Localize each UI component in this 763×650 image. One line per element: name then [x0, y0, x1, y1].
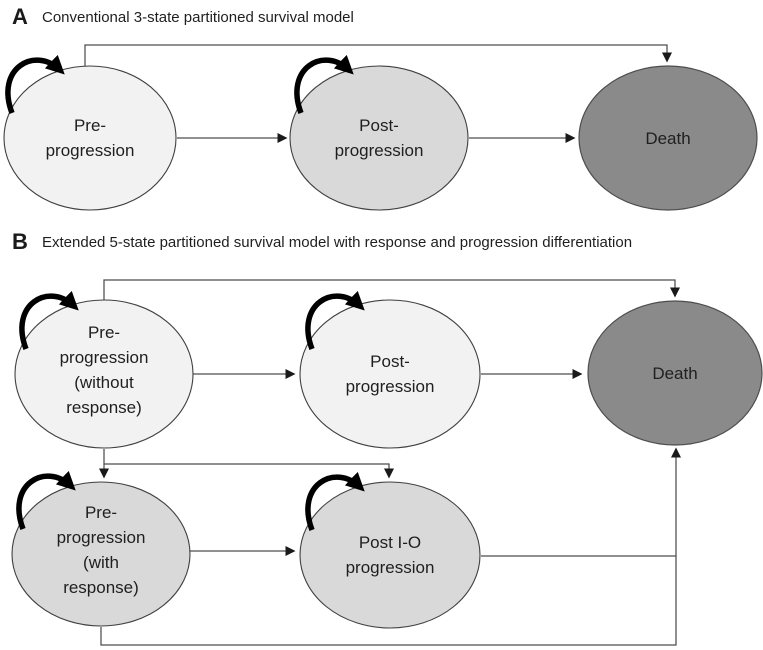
panel-b: B Extended 5-state partitioned survival …: [11, 229, 763, 646]
state-prewith-line2: progression: [57, 528, 146, 547]
panel-b-transition-arrows: [99, 279, 681, 646]
state-post-a-line2: progression: [335, 141, 424, 160]
state-death-b-shape: [587, 300, 763, 446]
state-post-a-line1: Post-: [359, 116, 399, 135]
state-death-a-shape: [578, 65, 758, 211]
state-pre-with-response-shape: [11, 481, 191, 627]
state-post-io-progression-shape: [299, 481, 481, 629]
state-death-b: Death: [587, 300, 763, 446]
panel-b-label: B: [12, 229, 28, 254]
state-post-io-progression: Post I-O progression: [299, 471, 481, 629]
state-post-progression-a: Post- progression: [289, 54, 469, 211]
state-pre-progression-a-shape: [3, 65, 177, 211]
state-pre-a-line2: progression: [46, 141, 135, 160]
state-pre-a-line1: Pre-: [74, 116, 106, 135]
state-post-progression-b: Post- progression: [299, 290, 481, 449]
panel-a-transition-arrows: [84, 44, 672, 143]
state-preno-line4: response): [66, 398, 142, 417]
state-pre-without-response: Pre- progression (without response): [14, 290, 194, 449]
arrow-preno-to-postio: [104, 463, 394, 479]
self-loop-arrow-postio: [305, 471, 365, 531]
state-pre-progression-a: Pre- progression: [3, 54, 177, 211]
state-post-progression-a-shape: [289, 65, 469, 211]
panel-a-title: Conventional 3-state partitioned surviva…: [42, 9, 354, 26]
state-pre-without-response-shape: [14, 299, 194, 449]
state-post-progression-b-shape: [299, 299, 481, 449]
state-pre-with-response: Pre- progression (with response): [11, 470, 191, 627]
arrow-postio-to-death: [481, 447, 681, 557]
self-loop-arrow-preno: [19, 290, 79, 350]
state-postio-line2: progression: [346, 558, 435, 577]
state-post-b-line1: Post-: [370, 352, 410, 371]
self-loop-arrow-post-b: [305, 290, 365, 350]
self-loop-arrow-prewith: [16, 470, 76, 530]
arrow-preno-to-death: [103, 279, 680, 300]
panel-b-title: Extended 5-state partitioned survival mo…: [42, 234, 632, 251]
self-loop-arrow-pre-a: [5, 54, 65, 114]
state-post-b-line2: progression: [346, 377, 435, 396]
state-death-a-label: Death: [645, 129, 690, 148]
state-preno-line1: Pre-: [88, 323, 120, 342]
state-death-b-label: Death: [652, 364, 697, 383]
arrow-pre-to-death: [84, 44, 672, 66]
state-death-a: Death: [578, 65, 758, 211]
panel-a: A Conventional 3-state partitioned survi…: [3, 4, 758, 211]
state-prewith-line4: response): [63, 578, 139, 597]
state-prewith-line1: Pre-: [85, 503, 117, 522]
panel-a-label: A: [12, 4, 28, 29]
state-preno-line3: (without: [74, 373, 134, 392]
line-prewith-to-death: [100, 556, 677, 646]
self-loop-arrow-post-a: [294, 54, 354, 114]
state-prewith-line3: (with: [83, 553, 119, 572]
state-preno-line2: progression: [60, 348, 149, 367]
state-postio-line1: Post I-O: [359, 533, 421, 552]
